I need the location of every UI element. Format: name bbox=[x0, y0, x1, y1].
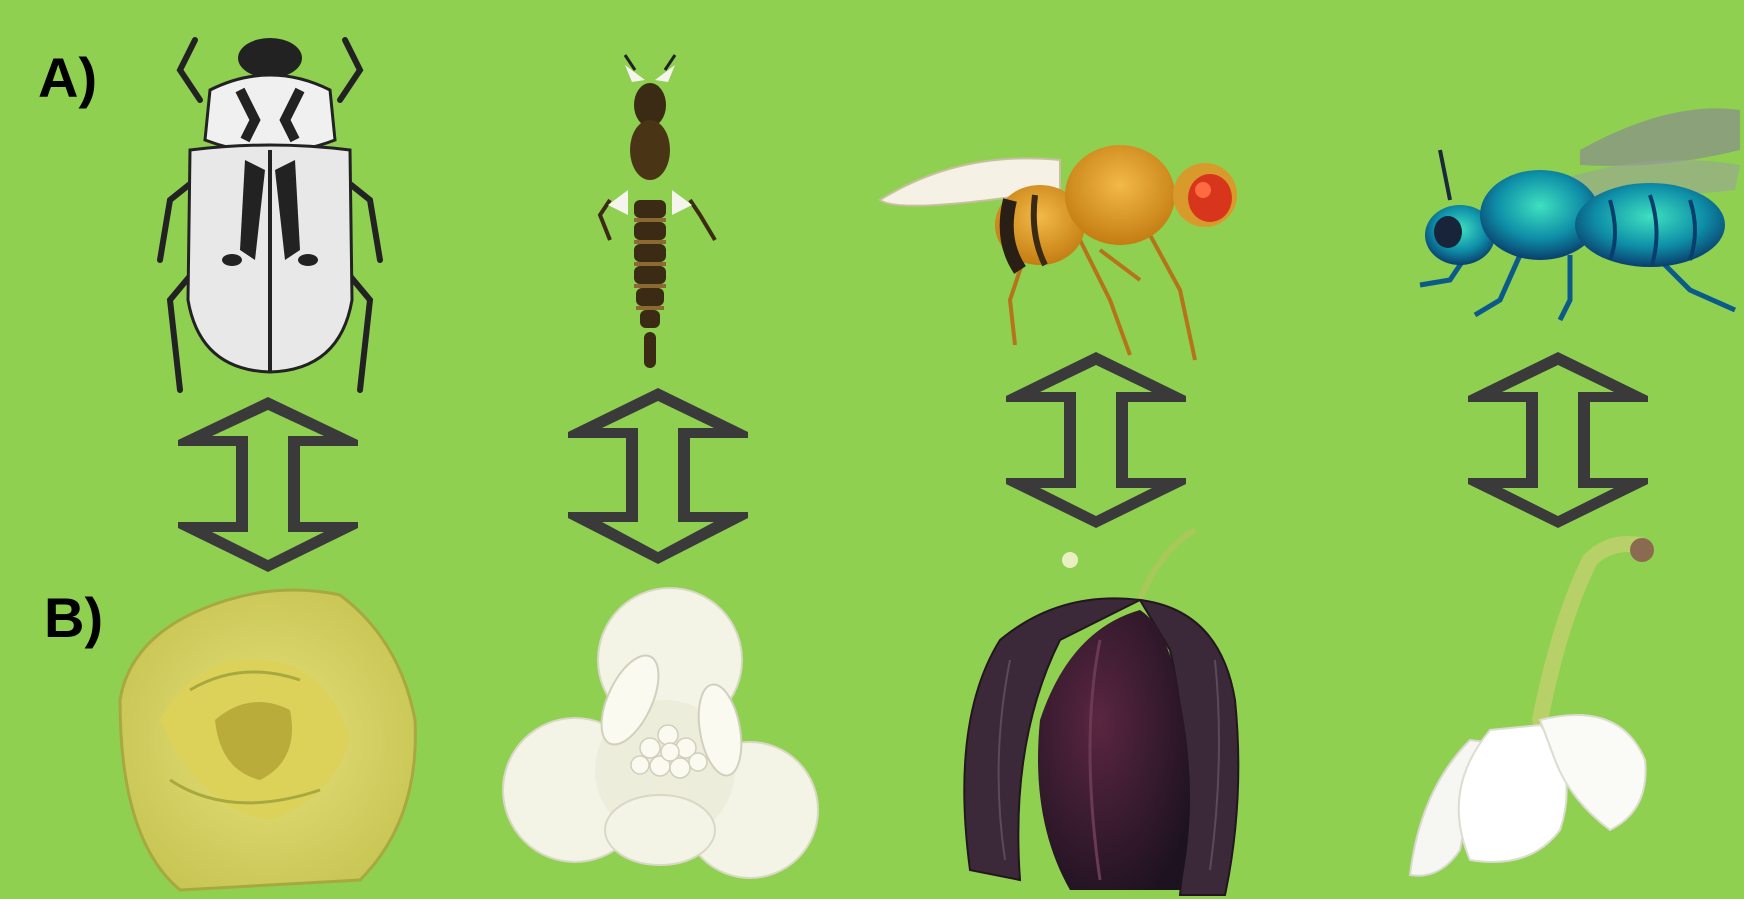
fly-icon bbox=[880, 145, 1237, 360]
thrips-icon bbox=[600, 55, 715, 368]
white-pendant-flower-icon bbox=[1410, 538, 1654, 876]
arrow-up-down-icon bbox=[1468, 352, 1648, 528]
dark-purple-flower-icon bbox=[964, 530, 1238, 895]
arrow-up-down-icon bbox=[1006, 352, 1186, 528]
arrow-up-down-icon bbox=[178, 397, 358, 572]
arrow-up-down-icon bbox=[568, 388, 748, 564]
beetle-icon bbox=[160, 38, 380, 390]
white-trilobed-flower-icon bbox=[503, 588, 818, 878]
yellow-flower-icon bbox=[120, 590, 415, 890]
wasp-icon bbox=[1420, 108, 1740, 320]
